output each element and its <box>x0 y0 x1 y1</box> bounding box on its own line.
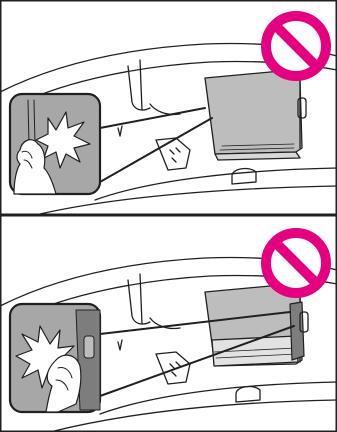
callout-lines <box>100 108 212 182</box>
prohibition-sign-icon <box>266 16 326 76</box>
top-panel <box>0 16 337 214</box>
prohibition-sign-icon <box>266 233 326 293</box>
inset-hand-pinch <box>10 304 100 412</box>
sunroof-opening <box>205 70 306 160</box>
bottom-panel <box>0 233 337 432</box>
inset-hand-pinch <box>10 94 100 194</box>
